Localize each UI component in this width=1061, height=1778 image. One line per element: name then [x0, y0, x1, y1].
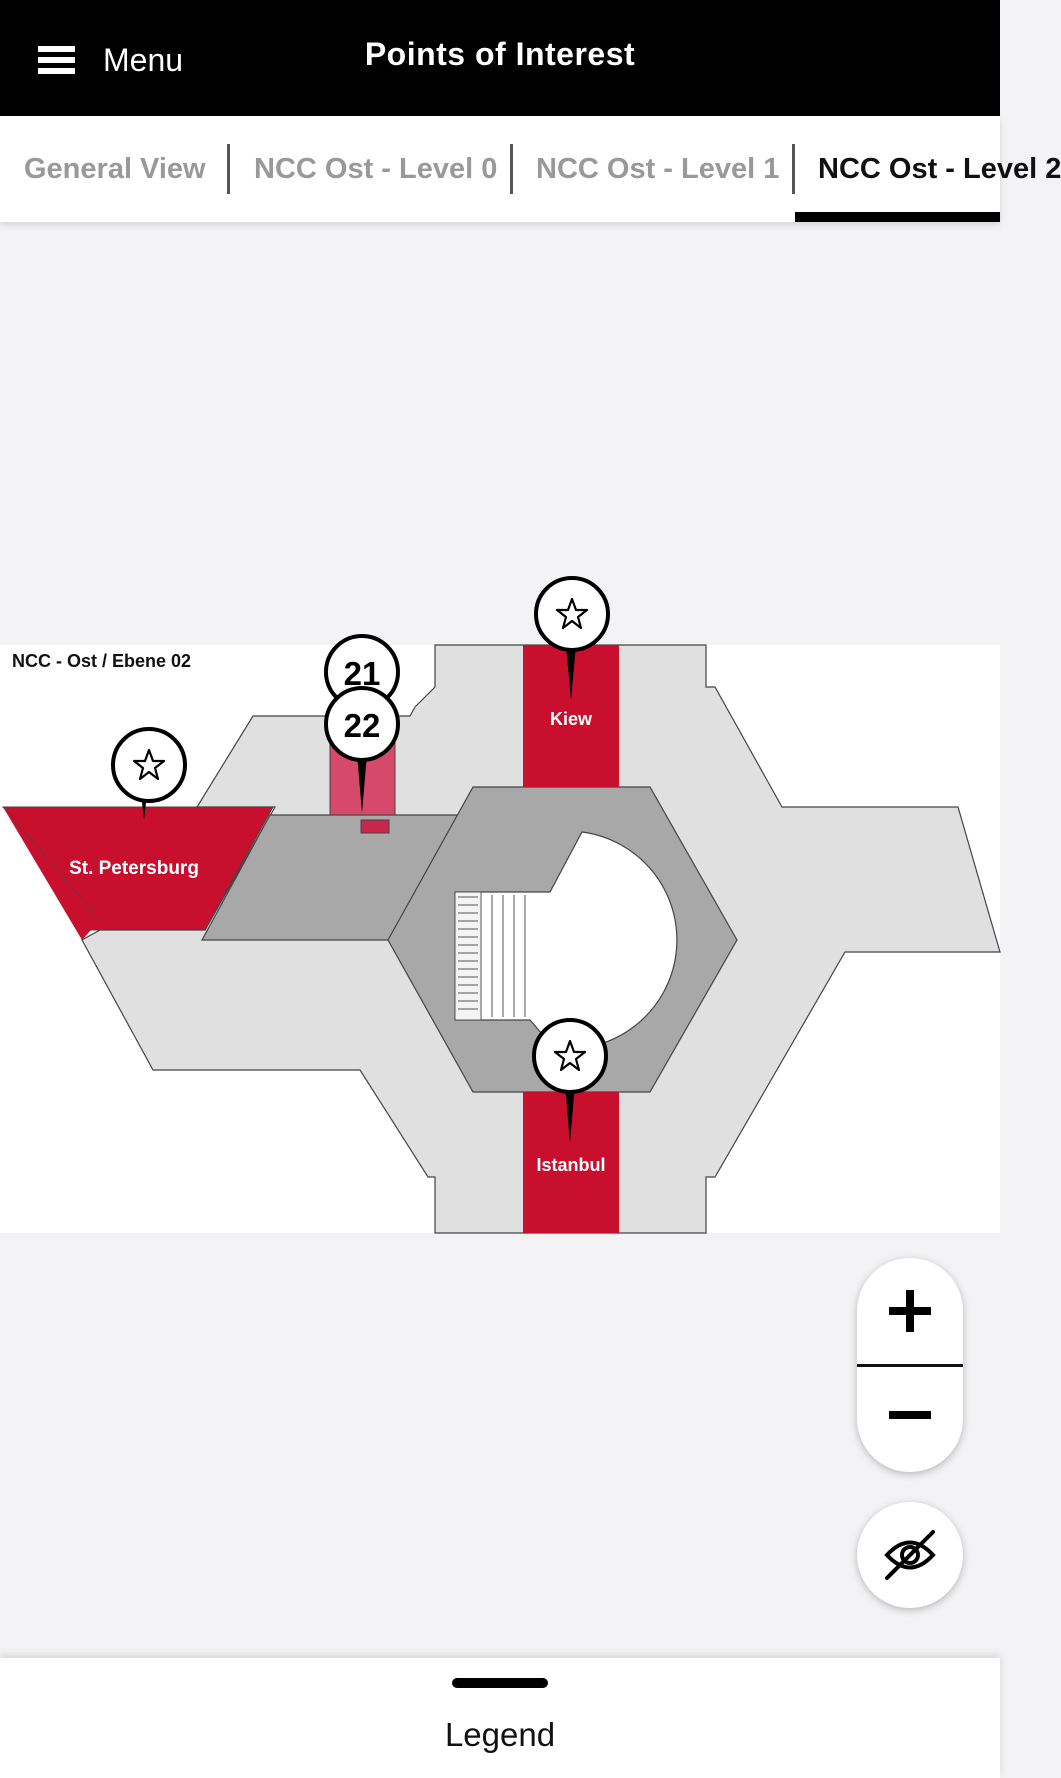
- map-level-title: NCC - Ost / Ebene 02: [12, 651, 191, 671]
- active-tab-indicator: [795, 212, 1000, 222]
- star-pin-kiew-head[interactable]: [527, 569, 617, 659]
- menu-button[interactable]: Menu: [38, 40, 183, 80]
- star-pin-istanbul[interactable]: [532, 1018, 608, 1143]
- floor-map[interactable]: NCC - Ost / Ebene 02: [0, 634, 1001, 1234]
- zoom-in-button[interactable]: [857, 1258, 963, 1364]
- hamburger-icon: [38, 46, 75, 74]
- staircase: [454, 891, 526, 1021]
- level-tab-bar: General View NCC Ost - Level 0 NCC Ost -…: [0, 116, 1061, 222]
- star-icon: [132, 748, 166, 781]
- tab-separator: [792, 144, 795, 194]
- number-pin-22[interactable]: 22: [324, 686, 400, 813]
- minus-icon: [889, 1411, 931, 1419]
- tab-separator: [227, 144, 230, 194]
- page-title: Points of Interest: [364, 36, 636, 72]
- number-pin-21[interactable]: 21: [324, 634, 400, 710]
- zoom-divider: [857, 1364, 963, 1367]
- eye-off-icon: [884, 1530, 936, 1580]
- toggle-visibility-button[interactable]: [857, 1502, 963, 1608]
- legend-label[interactable]: Legend: [444, 1716, 556, 1753]
- plus-icon: [889, 1290, 931, 1332]
- app-header: Menu Points of Interest: [0, 0, 1000, 116]
- room-st-petersburg[interactable]: [1, 806, 274, 931]
- zoom-out-button[interactable]: [857, 1366, 963, 1472]
- tab-ncc-ost-level-2[interactable]: NCC Ost - Level 2: [818, 153, 1061, 185]
- zoom-controls: [857, 1258, 963, 1472]
- star-pin-kiew[interactable]: [566, 645, 576, 700]
- room-label-istanbul: Istanbul: [536, 1155, 605, 1175]
- legend-panel: Legend: [0, 1658, 1000, 1778]
- tab-separator: [510, 144, 513, 194]
- room-st-petersburg-edge: [3, 807, 100, 940]
- number-pin-21-label: 21: [344, 655, 381, 692]
- menu-label: Menu: [103, 41, 184, 78]
- star-icon: [553, 1039, 587, 1072]
- room-label-st-petersburg: St. Petersburg: [69, 858, 199, 879]
- number-pin-22-label: 22: [344, 707, 381, 744]
- tab-ncc-ost-level-1[interactable]: NCC Ost - Level 1: [536, 153, 780, 185]
- room-pink-small: [360, 819, 390, 834]
- legend-drag-handle[interactable]: [452, 1678, 548, 1688]
- star-icon: [555, 597, 589, 630]
- tab-ncc-ost-level-0[interactable]: NCC Ost - Level 0: [254, 153, 498, 185]
- tab-general-view[interactable]: General View: [24, 153, 206, 185]
- room-label-kiew: Kiew: [550, 709, 593, 729]
- star-pin-st-petersburg[interactable]: [111, 727, 187, 820]
